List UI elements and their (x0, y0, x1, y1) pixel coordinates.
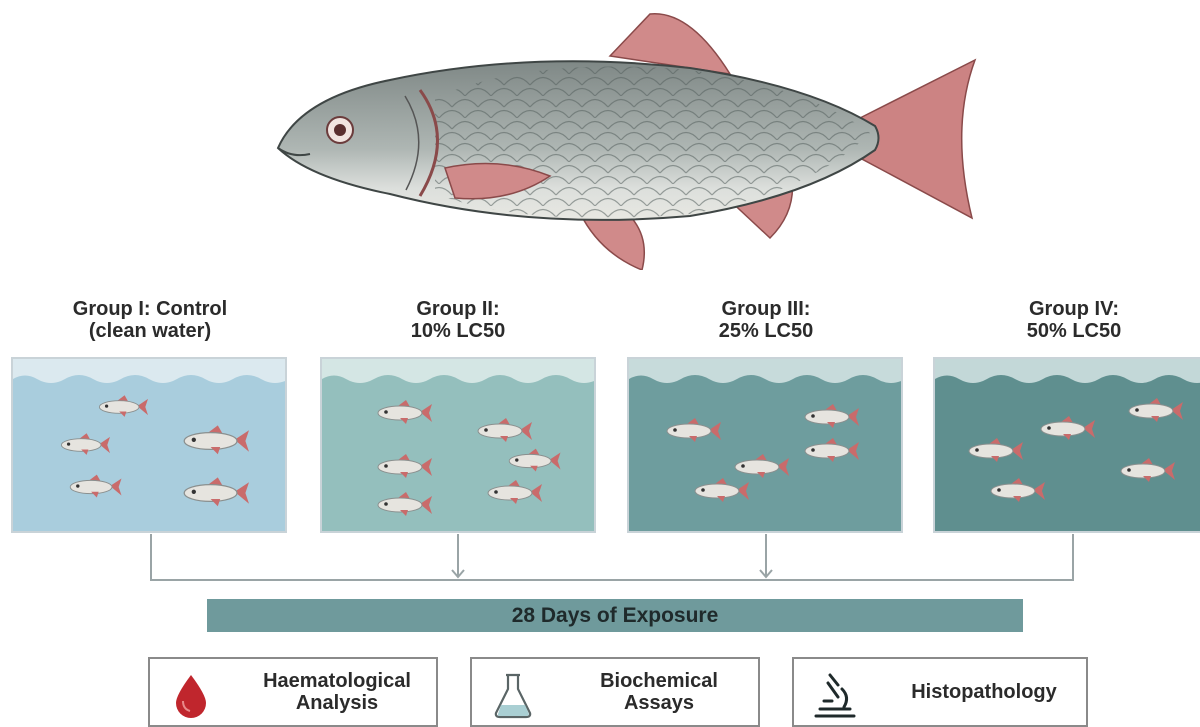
flow-connector (0, 530, 1200, 600)
tank-group-2 (320, 357, 596, 533)
analysis-3-line1: Histopathology (886, 681, 1082, 703)
analysis-histopathology: Histopathology (792, 657, 1088, 727)
group-label-4: Group IV: 50% LC50 (944, 298, 1200, 342)
analysis-1-line2: Analysis (242, 692, 432, 714)
group-1-subtitle: (clean water) (20, 320, 280, 342)
microscope-icon (812, 671, 858, 719)
tank-water (322, 359, 596, 533)
group-3-subtitle: 25% LC50 (636, 320, 896, 342)
group-4-title: Group IV: (944, 298, 1200, 320)
analysis-2-line1: Biochemical (564, 670, 754, 692)
group-3-title: Group III: (636, 298, 896, 320)
tank-group-3 (627, 357, 903, 533)
blood-drop-icon (168, 671, 214, 719)
flask-icon (490, 671, 536, 719)
group-2-title: Group II: (328, 298, 588, 320)
group-label-1: Group I: Control (clean water) (20, 298, 280, 342)
group-4-subtitle: 50% LC50 (944, 320, 1200, 342)
analysis-2-line2: Assays (564, 692, 754, 714)
group-1-title: Group I: Control (20, 298, 280, 320)
group-label-2: Group II: 10% LC50 (328, 298, 588, 342)
group-2-subtitle: 10% LC50 (328, 320, 588, 342)
analysis-biochemical: Biochemical Assays (470, 657, 760, 727)
tank-group-1 (11, 357, 287, 533)
exposure-duration-bar: 28 Days of Exposure (207, 599, 1023, 632)
group-label-3: Group III: 25% LC50 (636, 298, 896, 342)
analysis-1-line1: Haematological (242, 670, 432, 692)
tank-water (629, 359, 903, 533)
analysis-haematological: Haematological Analysis (148, 657, 438, 727)
tank-group-4 (933, 357, 1200, 533)
main-fish-illustration (270, 8, 990, 270)
